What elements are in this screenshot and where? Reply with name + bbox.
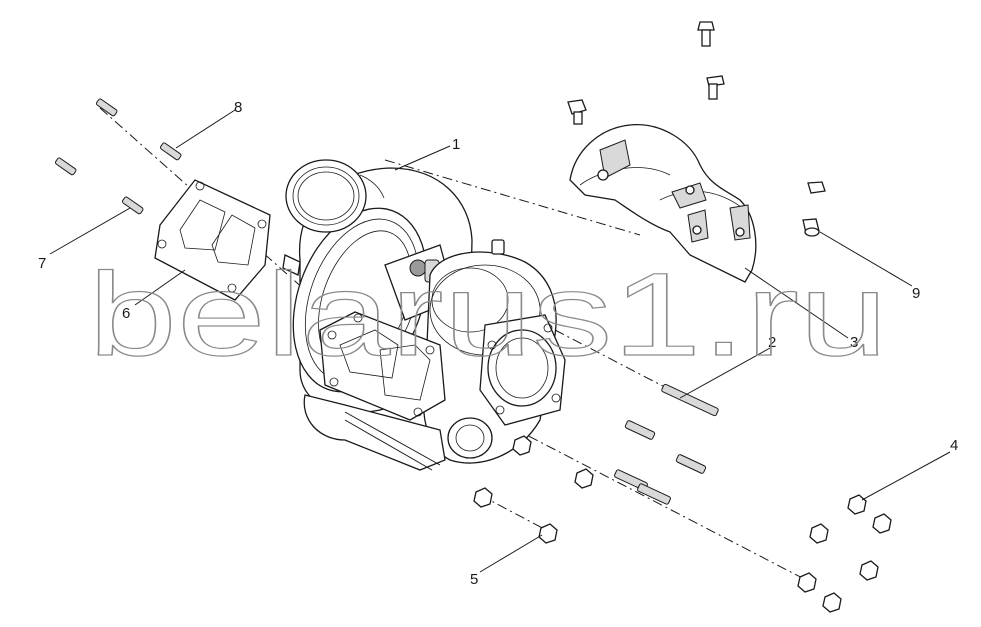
nut-4 xyxy=(847,494,867,515)
callout-1: 1 xyxy=(452,136,460,153)
stud-8-upper xyxy=(95,98,118,117)
stud-left xyxy=(54,157,77,176)
bolt-shield-left xyxy=(567,99,587,125)
stud-8 xyxy=(159,142,182,161)
callout-3: 3 xyxy=(850,334,858,351)
stud-mid-1 xyxy=(624,420,656,440)
studs xyxy=(54,98,719,505)
nut-1 xyxy=(512,435,532,456)
callout-2: 2 xyxy=(768,334,776,351)
heat-shield xyxy=(569,124,757,283)
callout-6: 6 xyxy=(122,305,130,322)
callout-8: 8 xyxy=(234,99,242,116)
nut-2 xyxy=(574,468,594,489)
nut-3 xyxy=(473,487,493,508)
callout-5: 5 xyxy=(470,571,478,588)
bolt-right-upper xyxy=(807,181,826,194)
stud-2 xyxy=(661,383,719,417)
watermark-text: belarus1.ru xyxy=(88,249,888,381)
nut-9 xyxy=(797,572,817,593)
callout-labels: 1 2 3 4 5 6 7 8 9 xyxy=(38,99,958,588)
leader-lines xyxy=(49,109,951,573)
callout-7: 7 xyxy=(38,255,46,272)
bolt-top-1 xyxy=(697,21,715,47)
nut-7 xyxy=(809,523,829,544)
nut-6 xyxy=(872,513,892,534)
shield-bolts xyxy=(567,21,826,237)
stud-mid-4 xyxy=(637,483,671,505)
callout-4: 4 xyxy=(950,437,958,454)
stud-7 xyxy=(121,196,144,215)
bolt-top-2 xyxy=(706,75,725,100)
washer-bolt-9 xyxy=(802,218,820,237)
turbine-flange-gasket xyxy=(319,311,446,421)
nut-8 xyxy=(859,560,879,581)
nuts xyxy=(473,435,892,613)
callout-9: 9 xyxy=(912,285,920,302)
inlet-flange-gasket xyxy=(154,179,271,301)
nut-10 xyxy=(822,592,842,613)
nut-5 xyxy=(538,523,558,544)
stud-mid-2 xyxy=(675,454,707,474)
